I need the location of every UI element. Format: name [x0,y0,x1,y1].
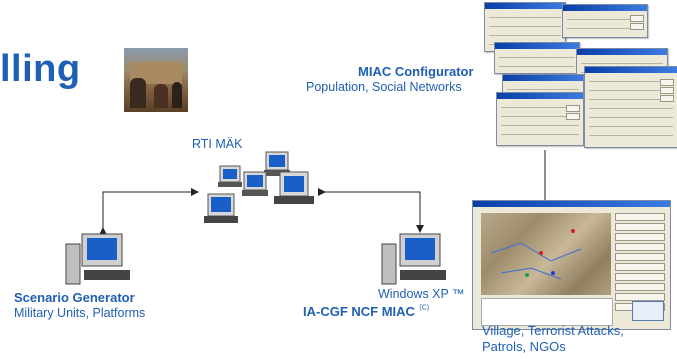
iacgf-label: IA-CGF NCF MIAC (C) [303,303,429,321]
link-rti-iacgf [318,188,424,233]
computer-icon [242,171,268,196]
logo-icon [632,301,664,321]
terrain-map [481,213,611,295]
iacgf-os: Windows XP ™ [378,287,465,301]
map-caption-line-2: Patrols, NGOs [482,339,566,354]
iacgf-title: IA-CGF NCF MIAC [303,304,415,319]
config-window [496,92,584,146]
village-photo [124,48,188,112]
config-window [494,42,580,74]
map-caption-line-1: Village, Terrorist Attacks, [482,323,624,338]
iacgf-computer-icon [381,233,446,285]
event-log [481,298,613,326]
computer-icon [274,171,314,204]
scenario-generator-subtitle: Military Units, Platforms [14,306,146,320]
rti-computer-cluster [204,151,314,223]
config-window [562,4,648,38]
slide-title: lling [0,48,81,90]
miac-configurator-title: MIAC Configurator [358,64,474,79]
rti-label: RTI MÄK [192,137,243,151]
miac-configurator-subtitle: Population, Social Networks [306,80,462,94]
scenario-generator-title: Scenario Generator [14,290,135,305]
computer-icon [264,151,290,176]
configurator-window-stack [482,0,677,150]
scenario-generator-computer-icon [65,233,130,285]
computer-icon [218,165,242,187]
link-scenario-rti [99,188,199,235]
iacgf-mark: (C) [419,304,430,312]
map-display-window [472,200,671,330]
config-window [584,66,677,148]
map-overlay [490,229,582,280]
computer-icon [204,193,238,223]
map-display-caption: Village, Terrorist Attacks, Patrols, NGO… [482,323,624,355]
